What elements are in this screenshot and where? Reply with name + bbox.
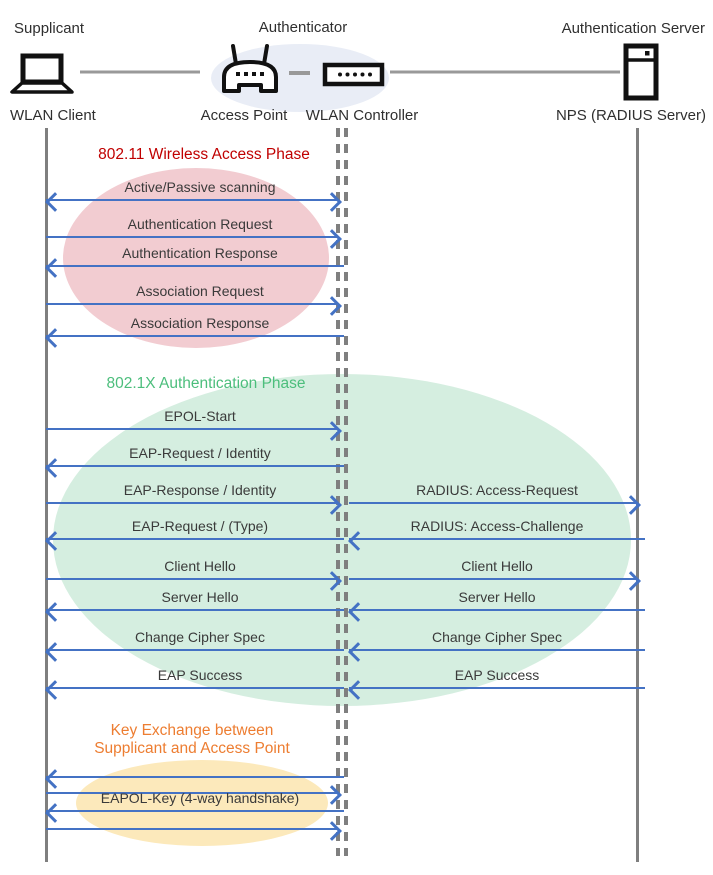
message-label: Association Response [130, 315, 270, 331]
device-label-access-point: Access Point [200, 107, 288, 124]
access-point-icon [222, 44, 278, 93]
message-label: Change Cipher Spec [135, 629, 265, 645]
message-arrow [349, 502, 637, 505]
message-arrow [46, 502, 338, 505]
message-label: Change Cipher Spec [432, 629, 562, 645]
message-arrow [46, 810, 344, 813]
message-label: RADIUS: Access-Challenge [410, 518, 584, 534]
message-arrow [46, 538, 344, 541]
message-label: Association Request [136, 283, 264, 299]
message-arrow [46, 303, 338, 306]
wlan-controller-icon [322, 62, 385, 87]
message-arrow [46, 649, 344, 652]
laptop-icon [10, 53, 74, 94]
message-arrow [46, 609, 344, 612]
message-label: Authentication Request [127, 216, 273, 232]
role-authentication-server: Authentication Server [561, 20, 705, 37]
message-label: EAP-Response / Identity [123, 482, 277, 498]
message-label: EAP-Request / (Type) [131, 518, 269, 534]
message-arrow [46, 828, 338, 831]
message-label: RADIUS: Access-Request [416, 482, 578, 498]
message-label: EAP Success [157, 667, 243, 683]
connector-lines [80, 70, 620, 75]
phase-title-8021x-authentication: 802.1X Authentication Phase [106, 375, 306, 392]
device-label-nps: NPS (RADIUS Server) [555, 107, 706, 124]
message-arrow [46, 428, 338, 431]
device-label-wlan-controller: WLAN Controller [305, 107, 419, 124]
message-label: Authentication Response [122, 245, 278, 261]
phase-title-key-exchange: Key Exchange between Supplicant and Acce… [94, 722, 290, 757]
message-arrow [349, 578, 637, 581]
message-label: EAP Success [454, 667, 540, 683]
message-arrow [46, 199, 338, 202]
message-arrow [349, 538, 645, 541]
message-arrow [46, 465, 344, 468]
message-label: Client Hello [461, 558, 533, 574]
message-arrow [46, 265, 344, 268]
arrowhead-left-icon [45, 768, 65, 789]
message-arrow [46, 578, 338, 581]
message-arrow [46, 792, 338, 795]
message-label: Active/Passive scanning [124, 179, 276, 195]
lifeline-controller-left-dash [336, 128, 340, 856]
message-arrow [349, 687, 645, 690]
message-label: EAP-Request / Identity [129, 445, 271, 461]
message-arrow [46, 335, 344, 338]
role-supplicant: Supplicant [14, 20, 85, 37]
message-label: Server Hello [161, 589, 239, 605]
message-arrow [46, 236, 338, 239]
message-label: Client Hello [164, 558, 236, 574]
device-icons [10, 43, 659, 101]
phase-ellipse-key-exchange [76, 760, 328, 846]
message-label: EPOL-Start [164, 408, 236, 424]
phase-title-80211-wireless-access: 802.11 Wireless Access Phase [98, 146, 310, 163]
message-arrow [349, 649, 645, 652]
message-arrow [46, 776, 344, 779]
device-label-wlan-client: WLAN Client [10, 107, 96, 124]
lifeline-server [636, 128, 639, 862]
role-authenticator: Authenticator [258, 19, 348, 36]
message-label: Server Hello [458, 589, 536, 605]
message-arrow [349, 609, 645, 612]
server-icon [623, 43, 659, 101]
phase-ellipse-wireless-access [63, 168, 329, 348]
message-arrow [46, 687, 344, 690]
lifeline-controller-right-dash [344, 128, 348, 856]
lifeline-supplicant [45, 128, 48, 862]
message-label: EAPOL-Key (4-way handshake) [100, 790, 300, 806]
